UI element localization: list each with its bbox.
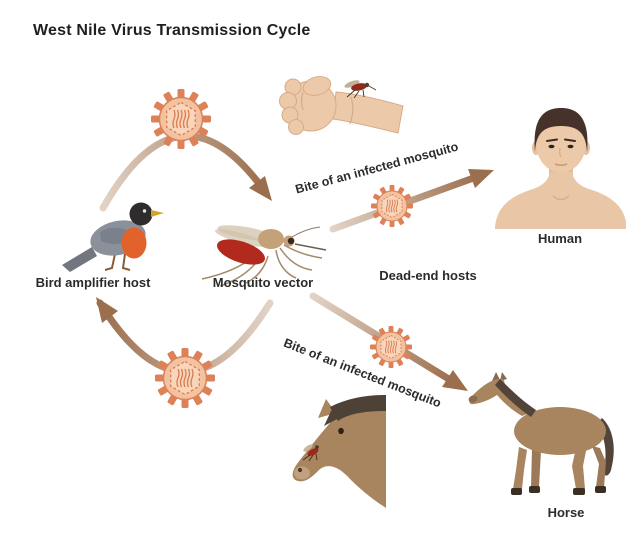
- mosquito-on-horse: [302, 444, 319, 462]
- mosquito-abdomen: [217, 239, 265, 265]
- bird-label: Bird amplifier host: [36, 275, 152, 290]
- virus-particle-icon: [370, 184, 414, 228]
- virus-particle-icon: [154, 347, 216, 409]
- horse-mane: [495, 379, 536, 417]
- arm-bitten-illustration: [279, 76, 404, 135]
- page-title: West Nile Virus Transmission Cycle: [33, 22, 311, 39]
- horse-tail: [596, 418, 614, 476]
- mosquito-on-arm: [344, 80, 377, 99]
- human-face: [536, 113, 586, 173]
- bird-illustration: [62, 202, 164, 272]
- horse-illustration: [468, 372, 614, 495]
- horse-label: Horse: [548, 505, 585, 520]
- human-label: Human: [538, 231, 582, 246]
- horse-head-illustration: [292, 395, 386, 508]
- bird-beak: [151, 210, 164, 217]
- cycle-arrow-bird-to-mosquito: [99, 132, 272, 212]
- human-illustration: [495, 108, 626, 229]
- mosquito-illustration: [201, 225, 327, 287]
- dead-end-hosts-label: Dead-end hosts: [379, 268, 477, 283]
- human-hair: [534, 108, 588, 152]
- mosquito-proboscis: [294, 243, 327, 251]
- bird-head: [129, 202, 153, 226]
- mosquito-label: Mosquito vector: [213, 275, 313, 290]
- horse-head-mane: [330, 395, 386, 421]
- bite-caption-human: Bite of an infected mosquito: [294, 139, 460, 196]
